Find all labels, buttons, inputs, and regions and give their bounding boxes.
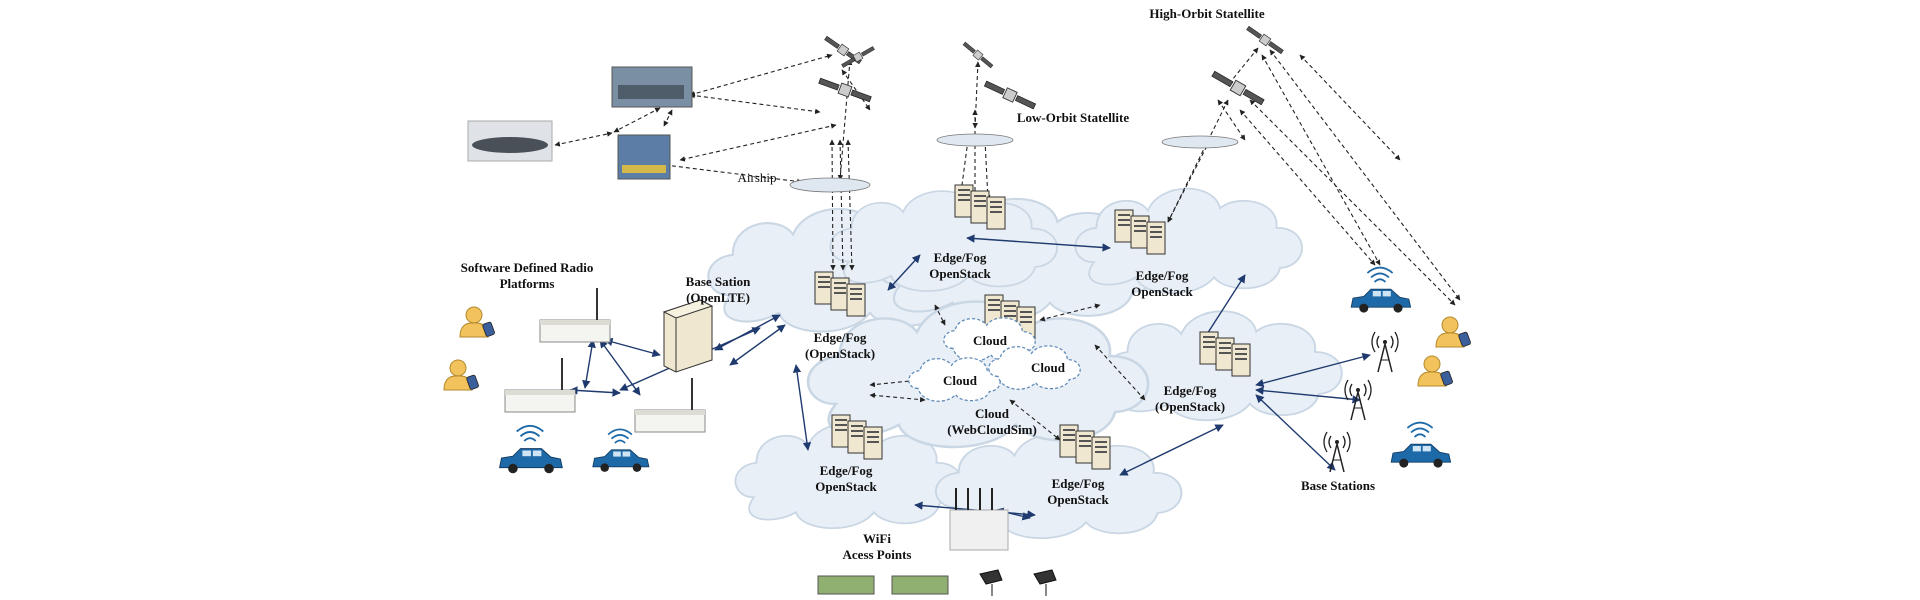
label-wifi-2: Acess Points <box>843 547 912 562</box>
base-station-server <box>662 299 714 373</box>
label-base-station-2: (OpenLTE) <box>686 290 750 305</box>
base-station-towers <box>1323 331 1399 473</box>
label-sdr-1: Software Defined Radio <box>461 260 594 275</box>
label-edge-right-2: (OpenStack) <box>1155 399 1225 414</box>
label-high-orbit: High-Orbit Statellite <box>1149 6 1264 21</box>
label-base-station-1: Base Sation <box>686 274 751 289</box>
wifi-access-point <box>949 488 1009 551</box>
label-edge-botleft-1: Edge/Fog <box>820 463 873 478</box>
label-cloud-c: Cloud <box>1031 360 1066 375</box>
solid-links <box>569 234 1371 521</box>
dashed-links <box>554 47 1461 441</box>
label-edge-botmid-1: Edge/Fog <box>1052 476 1105 491</box>
label-cloud-b: Cloud <box>943 373 978 388</box>
label-cloud-main-1: Cloud <box>975 406 1010 421</box>
label-edge-botmid-2: OpenStack <box>1047 492 1109 507</box>
airship-icons <box>789 133 1239 193</box>
label-edge-topmid-1: Edge/Fog <box>934 250 987 265</box>
diagram-labels: High-Orbit Statellite Low-Orbit Statelli… <box>461 6 1375 562</box>
label-airship: Airship <box>738 170 777 185</box>
label-cloud-main-2: (WebCloudSim) <box>947 422 1037 437</box>
label-low-orbit: Low-Orbit Statellite <box>1017 110 1130 125</box>
iot-devices <box>817 569 1057 596</box>
label-cloud-a: Cloud <box>973 333 1008 348</box>
high-orbit-satellite-cluster-left <box>817 24 1285 112</box>
label-edge-right-1: Edge/Fog <box>1164 383 1217 398</box>
maritime-vehicles <box>467 66 693 180</box>
label-base-stations: Base Stations <box>1301 478 1375 493</box>
label-edge-left-1: Edge/Fog <box>814 330 867 345</box>
label-sdr-2: Platforms <box>500 276 555 291</box>
label-edge-left-2: (OpenStack) <box>805 346 875 361</box>
label-edge-botleft-2: OpenStack <box>815 479 877 494</box>
label-edge-topright-1: Edge/Fog <box>1136 268 1189 283</box>
label-wifi-1: WiFi <box>863 531 891 546</box>
label-edge-topmid-2: OpenStack <box>929 266 991 281</box>
label-edge-topright-2: OpenStack <box>1131 284 1193 299</box>
